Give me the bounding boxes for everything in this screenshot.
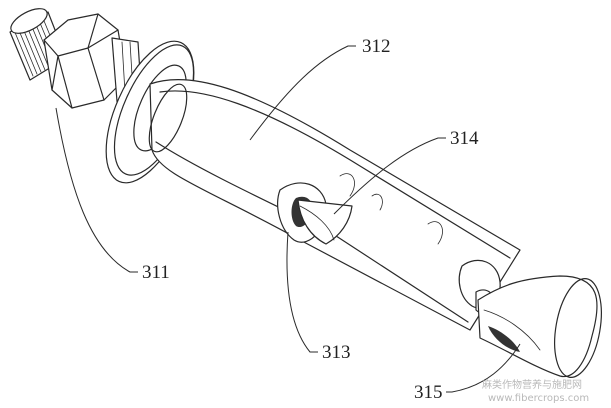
label-312: 312	[362, 36, 391, 57]
leader-313	[286, 231, 318, 353]
flared-tip-315	[477, 275, 602, 378]
label-311: 311	[142, 262, 170, 283]
label-314: 314	[450, 128, 479, 149]
deflector-blade-314	[297, 199, 353, 245]
watermark-cn: 麻类作物营养与施肥网	[482, 378, 582, 391]
leader-314	[333, 137, 446, 215]
leader-lines	[55, 45, 521, 393]
label-313: 313	[322, 342, 351, 363]
leader-311	[55, 107, 138, 273]
leader-312	[249, 45, 356, 141]
watermark-url: www.fibercrops.com	[488, 393, 589, 404]
leader-315	[446, 343, 521, 393]
label-315: 315	[414, 382, 443, 403]
